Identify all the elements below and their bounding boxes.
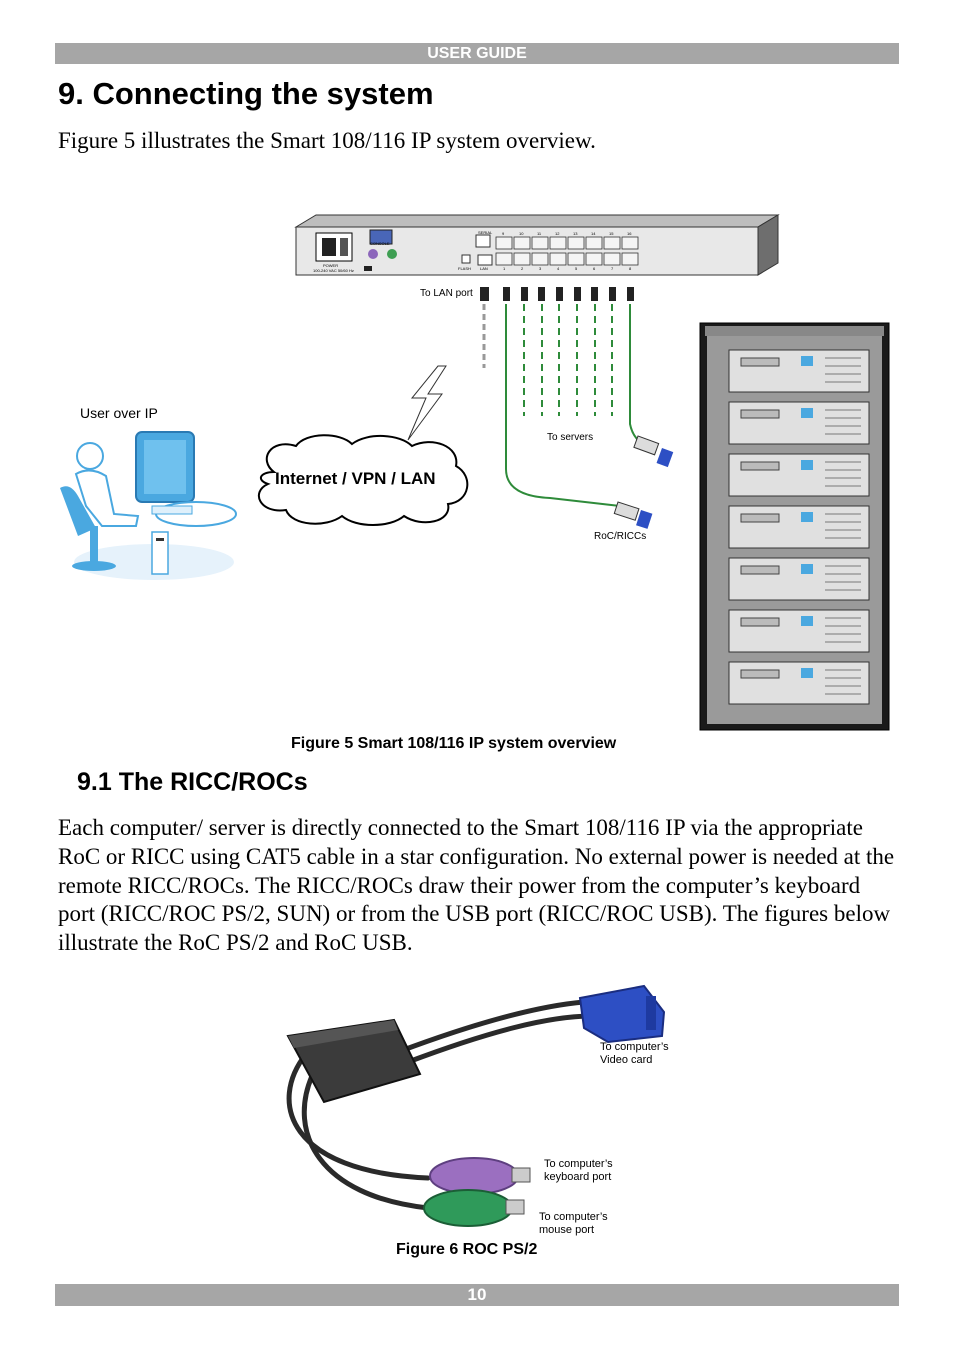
port-2-label: 2 [521, 266, 524, 271]
port-15-label: 15 [609, 231, 614, 236]
mouse-port-label: To computer’s mouse port [539, 1211, 608, 1237]
port-5-label: 5 [575, 266, 578, 271]
server-rack [699, 322, 890, 731]
kvm-switch [294, 214, 780, 276]
console-label: CONSOLE [370, 241, 390, 246]
cloud-icon [257, 434, 469, 526]
footer-bar: 10 [55, 1284, 899, 1306]
port-12-label: 12 [555, 231, 560, 236]
lan-label: LAN [480, 266, 488, 271]
keyboard-port-label: To computer’s keyboard port [544, 1158, 613, 1184]
port-9-label: 9 [502, 231, 505, 236]
port-13-label: 13 [573, 231, 578, 236]
to-lan-port-label: To LAN port [420, 288, 473, 299]
header-bar: USER GUIDE [55, 43, 899, 64]
port-4-label: 4 [557, 266, 560, 271]
page-number: 10 [467, 1285, 487, 1304]
roc-ps2-photo [286, 984, 666, 1227]
port-8-label: 8 [629, 266, 632, 271]
cable-bundle [480, 287, 674, 529]
user-over-ip-label: User over IP [80, 405, 158, 421]
keyboard-port-label-line2: keyboard port [544, 1171, 612, 1183]
video-card-label-line1: To computer’s [600, 1041, 669, 1053]
port-3-label: 3 [539, 266, 542, 271]
power-label: POWER [323, 263, 339, 268]
section-title: 9. Connecting the system [58, 76, 434, 111]
flash-label: FLASH [458, 266, 471, 271]
port-1-label: 1 [503, 266, 506, 271]
serial-label: SERIAL [478, 230, 493, 235]
figure-6-caption: Figure 6 ROC PS/2 [396, 1241, 538, 1258]
intro-paragraph: Figure 5 illustrates the Smart 108/116 I… [58, 128, 596, 153]
power-spec-label: 100-240 VAC 50/60 Hz [313, 268, 354, 273]
roc-riccs-label: RoC/RICCs [594, 531, 647, 542]
port-11-label: 11 [537, 231, 542, 236]
to-servers-label: To servers [547, 432, 594, 443]
keyboard-port-label-line1: To computer’s [544, 1158, 613, 1170]
lightning-icon [407, 365, 447, 441]
port-14-label: 14 [591, 231, 596, 236]
subsection-title: 9.1 The RICC/ROCs [77, 768, 308, 796]
port-7-label: 7 [611, 266, 614, 271]
user-workstation-illustration [60, 431, 237, 580]
port-16-label: 16 [627, 231, 632, 236]
port-10-label: 10 [519, 231, 524, 236]
body-paragraph: Each computer/ server is directly connec… [58, 815, 895, 956]
video-card-label: To computer’s Video card [600, 1041, 669, 1067]
internet-label: Internet / VPN / LAN [275, 469, 436, 488]
server-units [728, 349, 870, 705]
video-card-label-line2: Video card [600, 1054, 653, 1066]
header-label: USER GUIDE [427, 45, 527, 62]
figure-5-caption: Figure 5 Smart 108/116 IP system overvie… [291, 735, 617, 752]
mouse-port-label-line1: To computer’s [539, 1211, 608, 1223]
mouse-port-label-line2: mouse port [539, 1224, 595, 1236]
port-6-label: 6 [593, 266, 596, 271]
